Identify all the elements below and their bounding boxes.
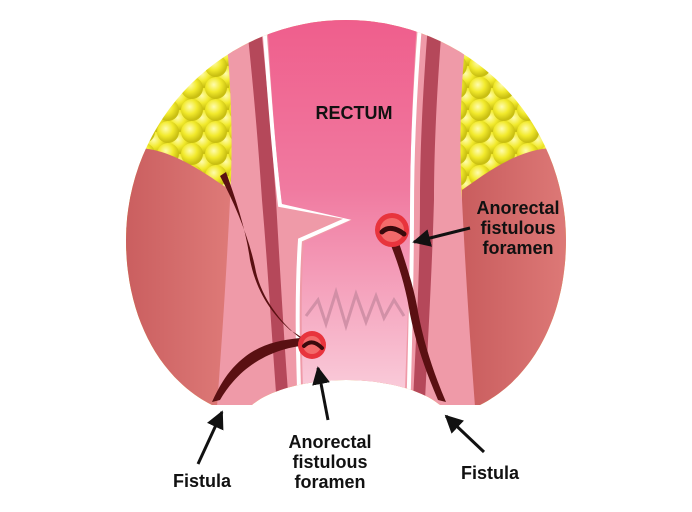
mucosa-line-right — [406, 20, 424, 405]
foramen-right-label-line: fistulous — [480, 218, 556, 238]
left-sphincter-muscle — [126, 148, 230, 405]
rectal-lumen — [266, 20, 418, 405]
arrow-foramen-right — [412, 226, 471, 247]
rectum-label: RECTUM — [315, 103, 393, 123]
foramen-bottom — [298, 331, 326, 359]
foramen-bottom-label-line: Anorectal — [288, 432, 372, 452]
wall-band-right — [412, 20, 444, 405]
foramen-right-label-line: Anorectal — [476, 198, 560, 218]
cross-section — [126, 20, 566, 405]
arrow-foramen-bottom — [312, 366, 330, 421]
arrow-fistula-left — [196, 410, 224, 465]
fistula-left-label: Fistula — [172, 471, 231, 491]
dentate-line — [304, 286, 406, 332]
arrow-fistula-right — [444, 414, 486, 454]
fistula-right-label: Fistula — [460, 463, 519, 483]
wall-band-left — [244, 20, 290, 405]
foramen-bottom-label: Anorectal fistulous foramen — [270, 432, 390, 492]
right-sphincter-muscle — [462, 148, 566, 405]
foramen-right — [375, 213, 409, 247]
foramen-bottom-label-line: foramen — [294, 472, 366, 492]
foramen-right-label: Anorectal fistulous foramen — [462, 198, 574, 258]
foramen-bottom-label-line: fistulous — [292, 452, 368, 472]
fistula-tract-left — [212, 172, 312, 402]
fistula-tract-right — [388, 234, 446, 402]
foramen-right-label-line: foramen — [482, 238, 554, 258]
